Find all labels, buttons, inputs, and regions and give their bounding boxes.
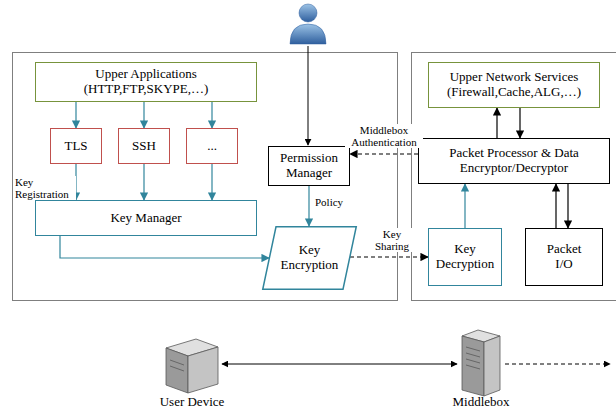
node-text: Key Manager (110, 211, 181, 226)
connector (75, 102, 76, 128)
connector (464, 184, 465, 228)
node-text: Key Encryption (280, 243, 340, 273)
node-text: ... (207, 139, 217, 154)
node-text: SSH (132, 139, 156, 154)
node-text: Packet I/O (539, 242, 589, 272)
connector (567, 184, 568, 228)
link-arrow (222, 364, 457, 365)
node-text: Packet Processor & Data Encryptor/Decryp… (443, 146, 585, 176)
node-text: Permission Manager (274, 151, 344, 181)
node-text: Key Decryption (434, 242, 496, 272)
device-label: Middlebox (431, 395, 531, 409)
middlebox-panel (412, 53, 616, 301)
connector (308, 186, 309, 226)
connector (519, 108, 520, 138)
protocol-box: SSH (118, 128, 170, 164)
edge-label: Policy (314, 196, 356, 208)
middlebox-icon (462, 330, 500, 396)
edge-label: Key Registration (14, 176, 76, 200)
onward-link-arrow (505, 364, 610, 365)
connector (496, 108, 497, 138)
connector (350, 256, 428, 257)
connector (60, 236, 269, 258)
user-icon (290, 4, 326, 44)
decryption-box: Key Decryption (428, 228, 502, 286)
user-arrow (308, 46, 309, 145)
application-box: Upper Applications (HTTP,FTP,SKYPE,…) (35, 62, 257, 102)
processor-box: Packet Processor & Data Encryptor/Decryp… (418, 138, 610, 184)
protocol-box: ... (186, 128, 238, 164)
device-label: User Device (142, 395, 242, 409)
connector (555, 184, 556, 228)
edge-label: Key Sharing (368, 228, 416, 252)
connector (143, 102, 144, 128)
node-text: Upper Network Services (Firewall,Cache,A… (439, 70, 589, 100)
manager-box: Key Manager (35, 200, 257, 236)
encryption-parallelogram: Key Encryption (262, 226, 357, 290)
node-text: TLS (64, 139, 87, 154)
edge-label: Middlebox Authentication (345, 124, 423, 148)
manager-box: Permission Manager (268, 146, 350, 186)
connector (143, 164, 144, 200)
node-text: Upper Applications (HTTP,FTP,SKYPE,…) (79, 67, 214, 97)
connector (211, 102, 212, 128)
io-box: Packet I/O (525, 228, 603, 286)
user-device-icon (166, 339, 218, 393)
connector (211, 164, 212, 200)
device-panel (13, 53, 398, 301)
connector (350, 153, 418, 154)
service-box: Upper Network Services (Firewall,Cache,A… (428, 62, 600, 108)
protocol-box: TLS (50, 128, 102, 164)
